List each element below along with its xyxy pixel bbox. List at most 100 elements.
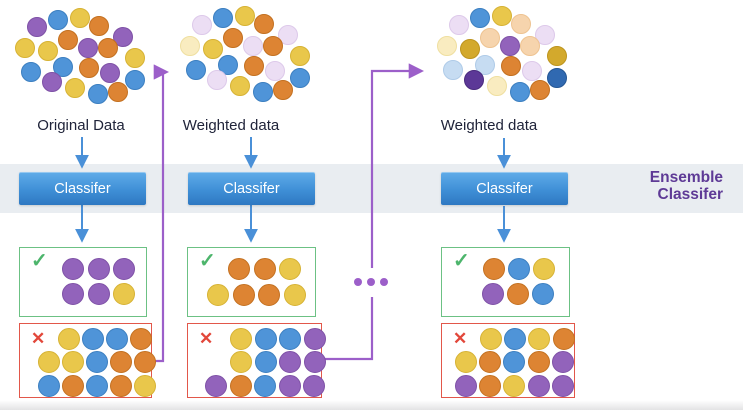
result-box-incorrect-2: ✕	[19, 323, 156, 398]
data-point-light_orange	[520, 36, 540, 56]
data-point-purple	[527, 375, 550, 397]
data-point-blue	[504, 328, 527, 350]
data-point-yellow	[38, 351, 60, 373]
data-point-purple	[100, 63, 120, 83]
data-point-orange	[507, 283, 529, 305]
arrow-errors-to-weighted-2-lower	[322, 297, 374, 361]
data-point-lavender	[535, 25, 555, 45]
data-point-orange	[244, 56, 264, 76]
data-point-blue	[470, 8, 490, 28]
classifier-box-2: Classifer	[188, 172, 315, 205]
data-point-blue	[48, 10, 68, 30]
data-point-purple	[62, 258, 84, 280]
data-point-yellow	[203, 39, 223, 59]
data-point-orange	[530, 80, 550, 100]
data-point-yellow	[230, 351, 252, 373]
ensemble-classifier-label: Ensemble Classifer	[650, 169, 723, 203]
data-point-orange	[552, 328, 575, 350]
data-point-yellow	[15, 38, 35, 58]
data-point-orange	[58, 30, 78, 50]
data-point-blue	[106, 328, 128, 350]
data-point-blue	[254, 375, 276, 397]
data-point-orange	[479, 351, 502, 373]
data-point-light_blue	[443, 60, 463, 80]
data-point-yellow	[235, 6, 255, 26]
data-point-purple	[303, 328, 326, 350]
result-box-incorrect-4: ✕	[187, 323, 326, 398]
data-point-blue	[503, 351, 526, 373]
data-point-blue	[86, 351, 108, 373]
check-icon: ✓	[199, 250, 216, 272]
data-point-orange	[479, 375, 502, 397]
data-point-light_orange	[511, 14, 531, 34]
data-point-purple	[279, 351, 301, 373]
data-point-purple	[113, 258, 135, 280]
data-point-orange	[228, 258, 250, 280]
data-point-light_yellow	[180, 36, 200, 56]
label-weighted-data-1: Weighted data	[182, 117, 280, 134]
data-point-blue	[53, 57, 73, 77]
data-point-yellow	[480, 328, 502, 350]
check-icon: ✓	[31, 250, 48, 272]
data-point-yellow	[455, 351, 477, 373]
data-point-yellow	[134, 375, 156, 397]
data-cluster-weighted-1	[170, 3, 320, 108]
data-point-lavender	[243, 36, 263, 56]
data-point-orange	[108, 82, 128, 102]
data-point-orange	[79, 58, 99, 78]
data-point-purple	[303, 375, 325, 397]
data-point-light_orange	[480, 28, 500, 48]
classifier-box-1-label: Classifer	[54, 180, 111, 197]
data-point-blue	[38, 375, 60, 397]
data-cluster-original	[5, 5, 155, 110]
data-point-lavender	[449, 15, 469, 35]
data-point-purple	[551, 375, 574, 397]
data-point-orange	[263, 36, 283, 56]
data-point-yellow	[279, 258, 301, 280]
classifier-box-2-label: Classifer	[223, 180, 280, 197]
data-point-purple	[27, 17, 47, 37]
result-box-correct-1: ✓	[19, 247, 147, 317]
data-point-light_blue	[475, 55, 495, 75]
result-box-correct-3: ✓	[187, 247, 316, 317]
data-point-purple	[205, 375, 227, 397]
data-point-yellow	[58, 328, 80, 350]
ensemble-label-line2: Classifer	[657, 186, 723, 203]
data-point-blue	[21, 62, 41, 82]
classifier-box-1: Classifer	[19, 172, 146, 205]
data-point-light_yellow	[437, 36, 457, 56]
data-point-orange	[98, 38, 118, 58]
data-point-yellow	[528, 328, 551, 350]
data-point-blue	[510, 82, 530, 102]
check-icon: ✓	[453, 250, 470, 272]
data-point-yellow	[113, 283, 135, 305]
result-box-correct-5: ✓	[441, 247, 570, 317]
data-point-orange	[110, 351, 132, 373]
data-point-yellow	[230, 328, 252, 350]
data-point-lavender	[192, 15, 212, 35]
data-point-orange	[232, 284, 255, 306]
data-point-blue	[532, 283, 554, 305]
ellipsis-dots	[354, 278, 388, 286]
data-point-blue	[279, 328, 301, 350]
data-point-purple	[500, 36, 520, 56]
data-point-blue	[186, 60, 206, 80]
data-point-yellow	[503, 375, 526, 397]
data-point-blue	[88, 84, 108, 104]
data-point-orange	[527, 351, 550, 373]
data-point-orange	[134, 351, 156, 373]
data-point-purple	[113, 27, 133, 47]
data-point-dark_yellow	[460, 39, 480, 59]
data-point-purple	[278, 375, 301, 397]
data-point-orange	[501, 56, 521, 76]
data-point-yellow	[65, 78, 85, 98]
data-point-dark_blue	[547, 68, 567, 88]
data-point-light_yellow	[487, 76, 507, 96]
data-point-orange	[130, 328, 152, 350]
data-point-blue	[213, 8, 233, 28]
data-point-lavender	[522, 61, 542, 81]
data-point-lavender	[278, 25, 298, 45]
ensemble-label-line1: Ensemble	[649, 169, 723, 186]
data-point-dark_yellow	[547, 46, 567, 66]
